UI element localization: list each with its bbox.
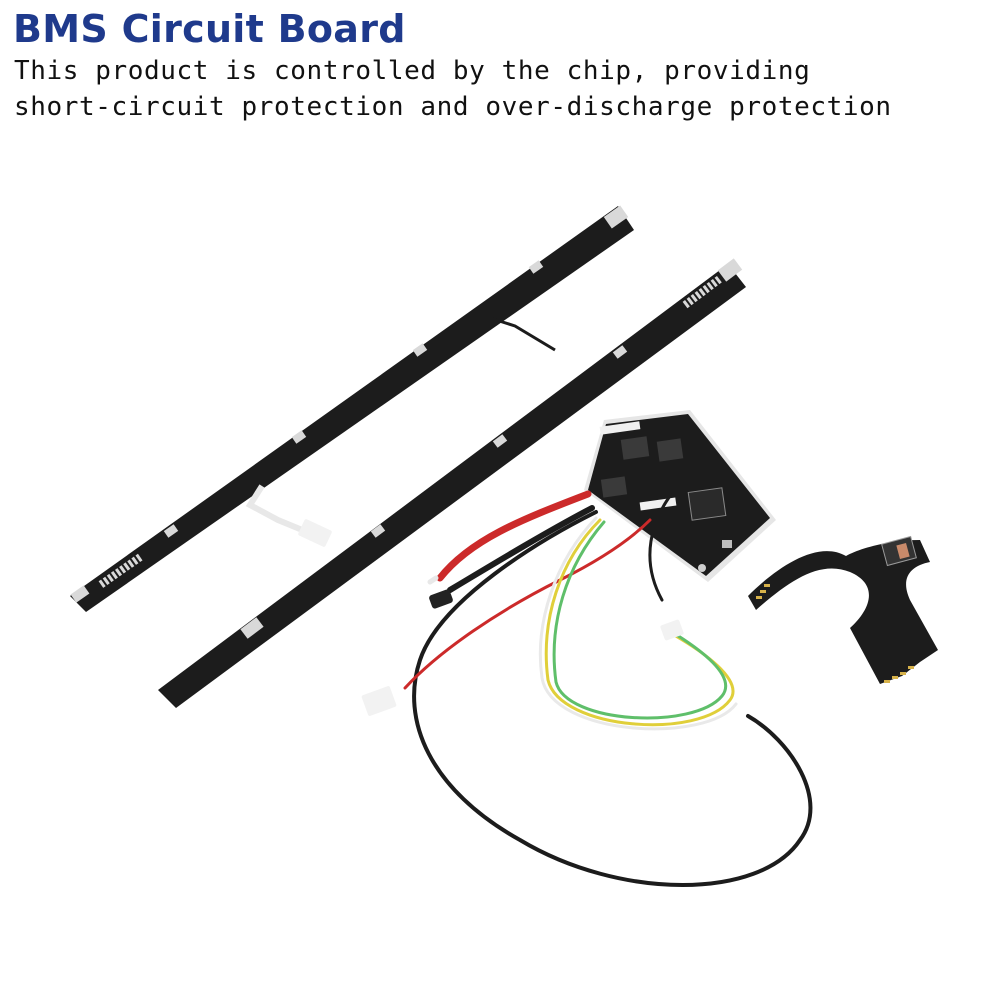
green-wire bbox=[552, 520, 728, 720]
strip-end-pad bbox=[603, 205, 629, 229]
strip-pad bbox=[612, 345, 628, 359]
controller-chip bbox=[687, 487, 727, 521]
led-pad-row bbox=[682, 275, 722, 309]
yellow-wire bbox=[544, 518, 735, 727]
page-title: BMS Circuit Board bbox=[13, 7, 406, 51]
red-wire bbox=[436, 490, 592, 582]
strip-pad bbox=[528, 260, 544, 274]
strip-pad bbox=[412, 343, 428, 357]
balance-strip-left bbox=[70, 205, 634, 612]
strip-pad bbox=[163, 524, 179, 538]
flex-connector-pin bbox=[896, 542, 910, 560]
strip-end-pad bbox=[70, 585, 90, 603]
white-jst-connector bbox=[361, 686, 397, 716]
black-power-wire bbox=[447, 505, 595, 593]
black-cable-loop bbox=[412, 510, 813, 887]
balance-strip-right bbox=[158, 258, 746, 708]
led-pad-row bbox=[98, 553, 143, 588]
mosfet bbox=[656, 438, 684, 462]
red-wire bbox=[427, 575, 439, 585]
strip-body bbox=[158, 264, 746, 708]
strip-body bbox=[70, 206, 634, 612]
strip-end-pad bbox=[240, 617, 264, 639]
gold-finger-pads bbox=[756, 584, 914, 683]
sense-wire bbox=[245, 484, 314, 537]
ribbon-connector bbox=[599, 421, 641, 435]
black-lead-wire bbox=[648, 486, 678, 602]
mosfet bbox=[620, 436, 650, 460]
solder-pad bbox=[722, 540, 732, 548]
strip-pad bbox=[492, 434, 508, 448]
flex-cable bbox=[748, 540, 938, 684]
white-jst-connector bbox=[660, 619, 684, 641]
strip-pad bbox=[291, 430, 307, 444]
white-wire bbox=[538, 516, 738, 731]
strip-pad bbox=[370, 524, 386, 538]
solder-point bbox=[698, 564, 706, 572]
sense-wire bbox=[489, 316, 556, 352]
flex-circuit bbox=[748, 535, 938, 684]
bms-main-board bbox=[584, 410, 776, 582]
black-connector bbox=[429, 589, 453, 609]
mosfet bbox=[600, 476, 628, 498]
wire-harness bbox=[361, 486, 813, 887]
white-connector bbox=[298, 519, 332, 547]
product-description: This product is controlled by the chip, … bbox=[14, 56, 892, 122]
strip-end-pad bbox=[717, 258, 743, 282]
